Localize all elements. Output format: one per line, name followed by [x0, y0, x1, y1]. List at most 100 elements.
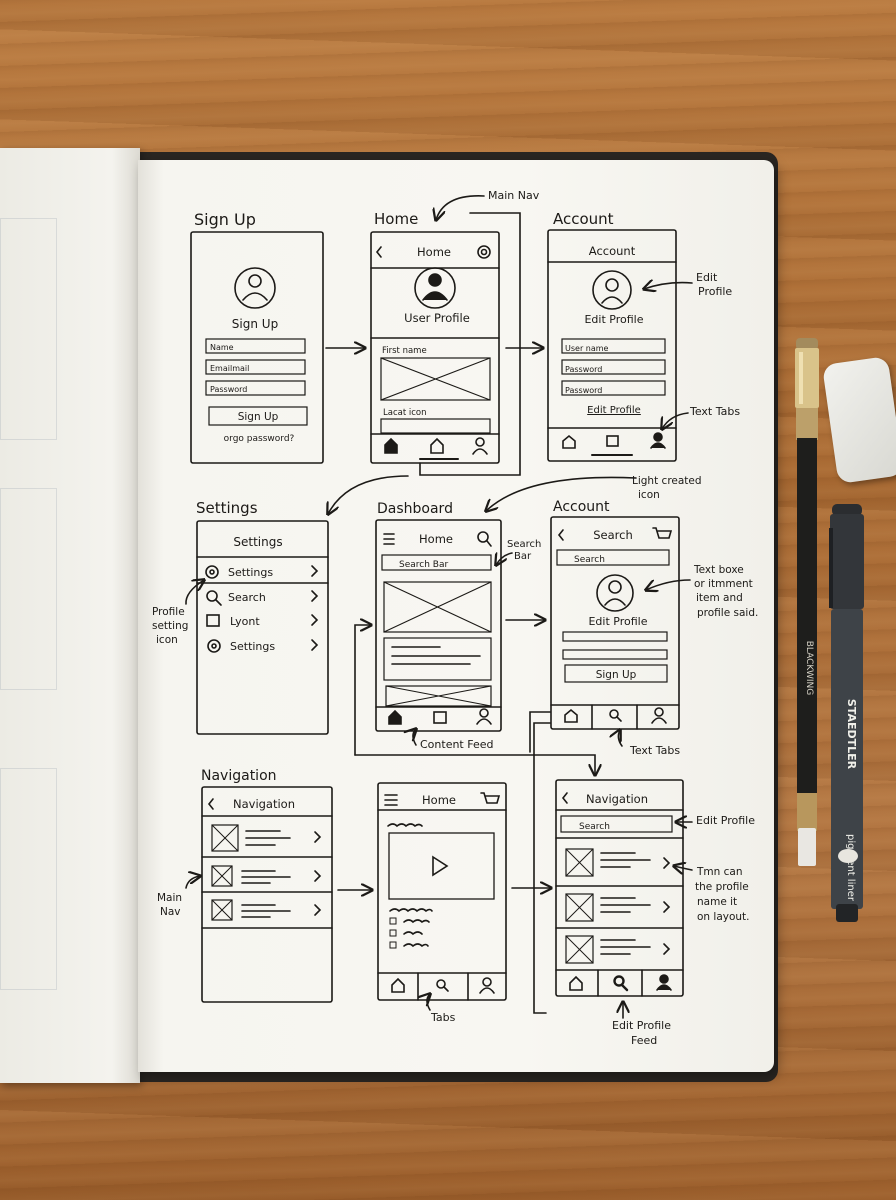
account-signup-button[interactable]: Sign Up: [596, 669, 637, 681]
home-header: Home: [417, 245, 451, 259]
video-placeholder: [388, 832, 495, 900]
account-heading-1: Account: [553, 210, 614, 228]
person-icon: [479, 708, 489, 718]
person-icon: [654, 707, 664, 717]
home-screen: [370, 231, 500, 464]
annotation-text-boxe-l2: or itmment: [694, 578, 753, 590]
account-screen-1: [547, 229, 677, 462]
search-icon: [206, 590, 218, 602]
layout-icon: [206, 614, 220, 627]
annotation-tabs: Tabs: [430, 1011, 456, 1024]
annotation-text-boxe-l3: item and: [696, 592, 743, 604]
navigation-screen-2: [555, 779, 684, 997]
annotation-light-created-l1: Light created: [632, 475, 702, 487]
search-bar: [381, 554, 492, 571]
home-heading: Home: [374, 210, 418, 228]
navigation-heading: Navigation: [201, 768, 277, 784]
annotation-text-boxe-l4: profile said.: [697, 607, 758, 619]
pen-brand: STAEDTLER: [845, 699, 858, 770]
pencil-brand: BLACKWING: [804, 641, 814, 696]
navigation-header-1: Navigation: [233, 797, 295, 811]
dashboard-screen: [375, 519, 502, 732]
navigation-search-input[interactable]: Search: [579, 822, 610, 832]
play-icon: [432, 855, 449, 877]
annotation-main-nav-l1: Main: [157, 892, 182, 904]
signup-button-label[interactable]: Sign Up: [238, 411, 279, 423]
annotation-content-feed: Content Feed: [420, 738, 494, 751]
edit-profile-link[interactable]: Edit Profile: [587, 405, 641, 416]
chat-icon: [606, 435, 619, 447]
name-field[interactable]: Name: [210, 343, 234, 352]
settings-item-search[interactable]: Search: [228, 591, 266, 604]
dashboard-heading: Dashboard: [377, 501, 453, 517]
account-header-1: Account: [589, 244, 636, 258]
annotation-light-created-l2: icon: [638, 489, 660, 501]
feed-icon: [433, 711, 447, 724]
home-icon: [388, 709, 402, 725]
annotation-edit-profile-2: Edit Profile: [696, 814, 755, 827]
dashboard-header: Home: [419, 532, 453, 546]
signup-heading: Sign Up: [194, 210, 256, 229]
blackwing-pencil: BLACKWING: [795, 338, 819, 866]
back-chevron-icon: [207, 798, 214, 810]
signup-screen: [190, 231, 324, 464]
annotation-edit-profile-l2: Profile: [698, 285, 732, 298]
edit-profile-label-2[interactable]: Edit Profile: [588, 615, 647, 628]
annotation-search-bar-l1: Search: [507, 539, 541, 550]
account-search-input[interactable]: Search: [574, 555, 605, 565]
annotation-profile-setting-l2: setting: [152, 620, 188, 632]
annotation-text-tabs-2: Text Tabs: [629, 744, 680, 757]
edit-profile-avatar-icon: [592, 270, 632, 310]
annotation-edit-profile-feed-l2: Feed: [631, 1034, 657, 1047]
staedtler-pen: STAEDTLER pigment liner: [829, 504, 864, 922]
gear-icon: [207, 639, 221, 653]
home-icon: [384, 437, 398, 454]
signup-title: Sign Up: [232, 317, 278, 331]
account-header-2: Search: [593, 528, 633, 542]
home-outline-icon: [562, 434, 576, 449]
password-field[interactable]: Password: [565, 365, 602, 374]
pen-model: pigment liner: [845, 834, 856, 902]
home-header-2: Home: [422, 793, 456, 807]
username-field[interactable]: User name: [565, 344, 609, 353]
annotation-main-nav-l2: Nav: [160, 906, 181, 918]
password-field[interactable]: Password: [210, 385, 247, 394]
user-profile-label[interactable]: User Profile: [404, 311, 470, 325]
notebook-left-page: [0, 148, 140, 1083]
settings-heading: Settings: [196, 499, 258, 517]
gear-icon: [205, 565, 219, 579]
forgot-password-link[interactable]: orgo password?: [224, 434, 295, 444]
annotation-edit-profile-feed-l1: Edit Profile: [612, 1019, 671, 1032]
email-field[interactable]: Emailmail: [210, 364, 249, 373]
home-screen-2: [377, 782, 507, 1001]
annotation-profile-setting-l3: icon: [156, 634, 178, 646]
annotation-profile-setting-l1: Profile: [152, 606, 185, 618]
back-chevron-icon: [557, 529, 564, 541]
dashboard-search-bar[interactable]: Search Bar: [399, 560, 448, 570]
signup-button: [564, 664, 668, 683]
image-placeholder: [383, 581, 492, 633]
settings-item-settings-2[interactable]: Settings: [230, 640, 275, 653]
home-outline-icon: [569, 975, 583, 991]
search-icon: [436, 979, 446, 989]
gear-icon: [477, 245, 491, 259]
search-icon: [609, 709, 619, 719]
person-icon: [475, 437, 485, 447]
back-chevron-icon: [561, 792, 568, 804]
settings-item-lyont[interactable]: Lyont: [230, 615, 260, 628]
home-outline-icon: [430, 437, 444, 454]
settings-item-settings[interactable]: Settings: [228, 566, 273, 579]
edit-profile-label-1[interactable]: Edit Profile: [584, 313, 643, 326]
navigation-screen-1: [201, 786, 333, 1003]
cart-icon: [480, 792, 501, 804]
annotation-tmn-l4: on layout.: [697, 911, 750, 923]
person-icon: [653, 432, 663, 442]
image-placeholder: [380, 357, 491, 401]
password-field-2[interactable]: Password: [565, 386, 602, 395]
account-heading-2: Account: [553, 499, 610, 515]
avatar-icon: [596, 574, 634, 612]
search-icon: [477, 531, 489, 543]
user-profile-icon: [414, 267, 456, 309]
annotation-edit-profile-l1: Edit: [696, 271, 718, 284]
